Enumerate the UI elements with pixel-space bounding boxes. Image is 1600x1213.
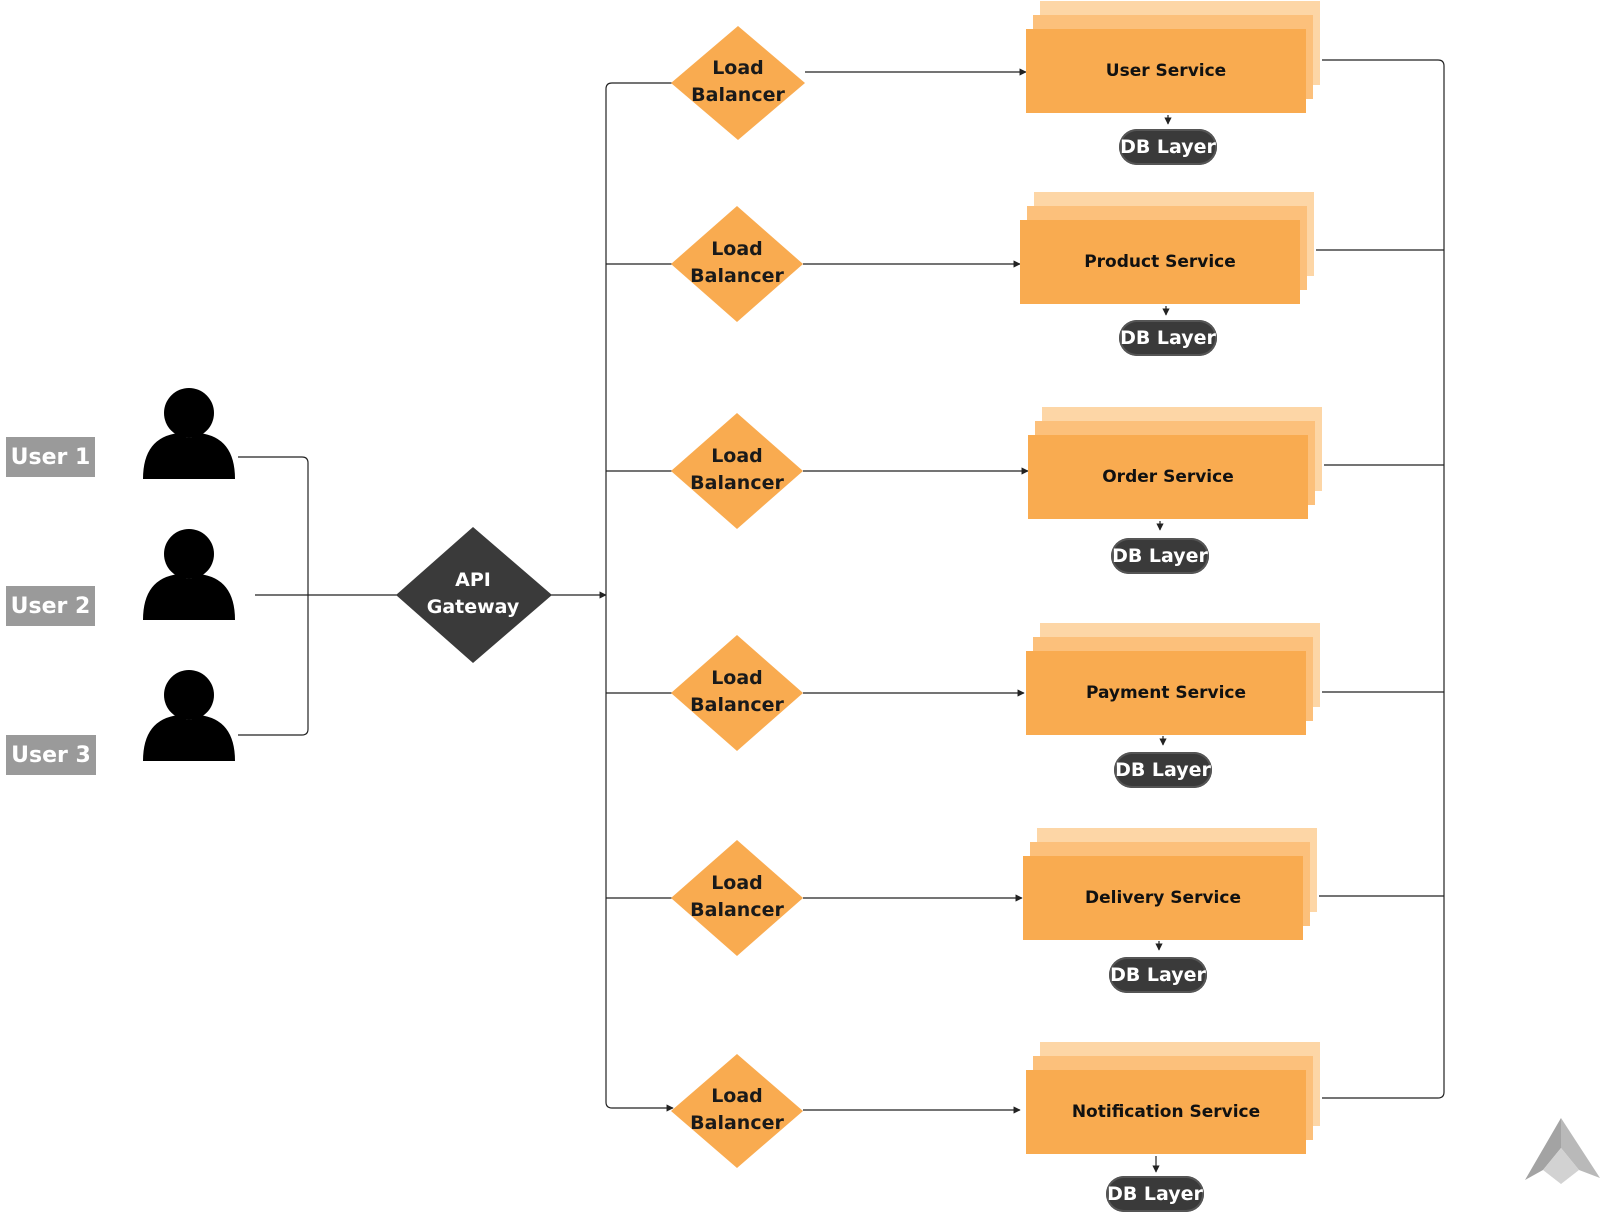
service-name: Delivery Service [1023,856,1303,940]
load-balancer-2-line2: Balancer [690,265,784,287]
lb-bus [605,82,674,1112]
service-right-bus [1316,59,1445,1099]
load-balancer-diamond-1 [671,26,805,140]
load-balancer-3-line1: Load [711,445,763,467]
db-layer-notification: DB Layer [1106,1176,1204,1212]
load-balancer-diamond-5 [671,840,803,956]
load-balancer-label-2: Load Balancer [667,236,807,290]
service-notification: Notification Service [1026,1042,1328,1154]
user-2-icon [143,529,235,620]
load-balancer-label-4: Load Balancer [667,665,807,719]
service-name: Order Service [1028,435,1308,519]
load-balancer-6-line1: Load [711,1085,763,1107]
user-label-1: User 1 [6,437,95,477]
load-balancer-diamond-2 [671,206,803,322]
service-name: Payment Service [1026,651,1306,735]
service-to-db-arrows [1152,115,1172,1173]
load-balancer-label-3: Load Balancer [667,443,807,497]
load-balancer-1-line1: Load [712,57,764,79]
lb-to-service-arrows [803,68,1029,1114]
api-gateway-line1: API [455,569,491,591]
load-balancer-6-line2: Balancer [690,1112,784,1134]
load-balancer-1-line2: Balancer [691,84,785,106]
api-gateway-line2: Gateway [426,596,520,618]
service-user: User Service [1026,1,1328,113]
load-balancer-3-line2: Balancer [690,472,784,494]
load-balancer-5-line2: Balancer [690,899,784,921]
user-3-icon [143,670,235,761]
load-balancer-5-line1: Load [711,872,763,894]
service-name: User Service [1026,29,1306,113]
db-layer-payment: DB Layer [1114,752,1212,788]
service-delivery: Delivery Service [1023,828,1325,940]
user-label-2: User 2 [6,586,95,626]
service-product: Product Service [1020,192,1322,304]
load-balancer-shapes [671,26,805,1168]
user-1-icon [143,388,235,479]
service-name: Product Service [1020,220,1300,304]
load-balancer-4-line1: Load [711,667,763,689]
load-balancer-label-6: Load Balancer [667,1083,807,1137]
load-balancer-2-line1: Load [711,238,763,260]
user-connectors [238,456,398,736]
api-gateway-label: API Gateway [403,567,543,621]
load-balancer-4-line2: Balancer [690,694,784,716]
load-balancer-diamond-3 [671,413,803,529]
service-payment: Payment Service [1026,623,1328,735]
user-label-3: User 3 [6,735,96,775]
load-balancer-label-5: Load Balancer [667,870,807,924]
abstract-triangle-logo-icon [1525,1118,1600,1184]
db-layer-product: DB Layer [1119,320,1217,356]
service-name: Notification Service [1026,1070,1306,1154]
load-balancer-label-1: Load Balancer [668,55,808,109]
load-balancer-diamond-6 [671,1054,803,1168]
db-layer-user: DB Layer [1119,129,1217,165]
db-layer-order: DB Layer [1111,538,1209,574]
db-layer-delivery: DB Layer [1109,957,1207,993]
api-gateway-diamond [396,527,552,663]
service-order: Order Service [1028,407,1330,519]
load-balancer-diamond-4 [671,635,803,751]
